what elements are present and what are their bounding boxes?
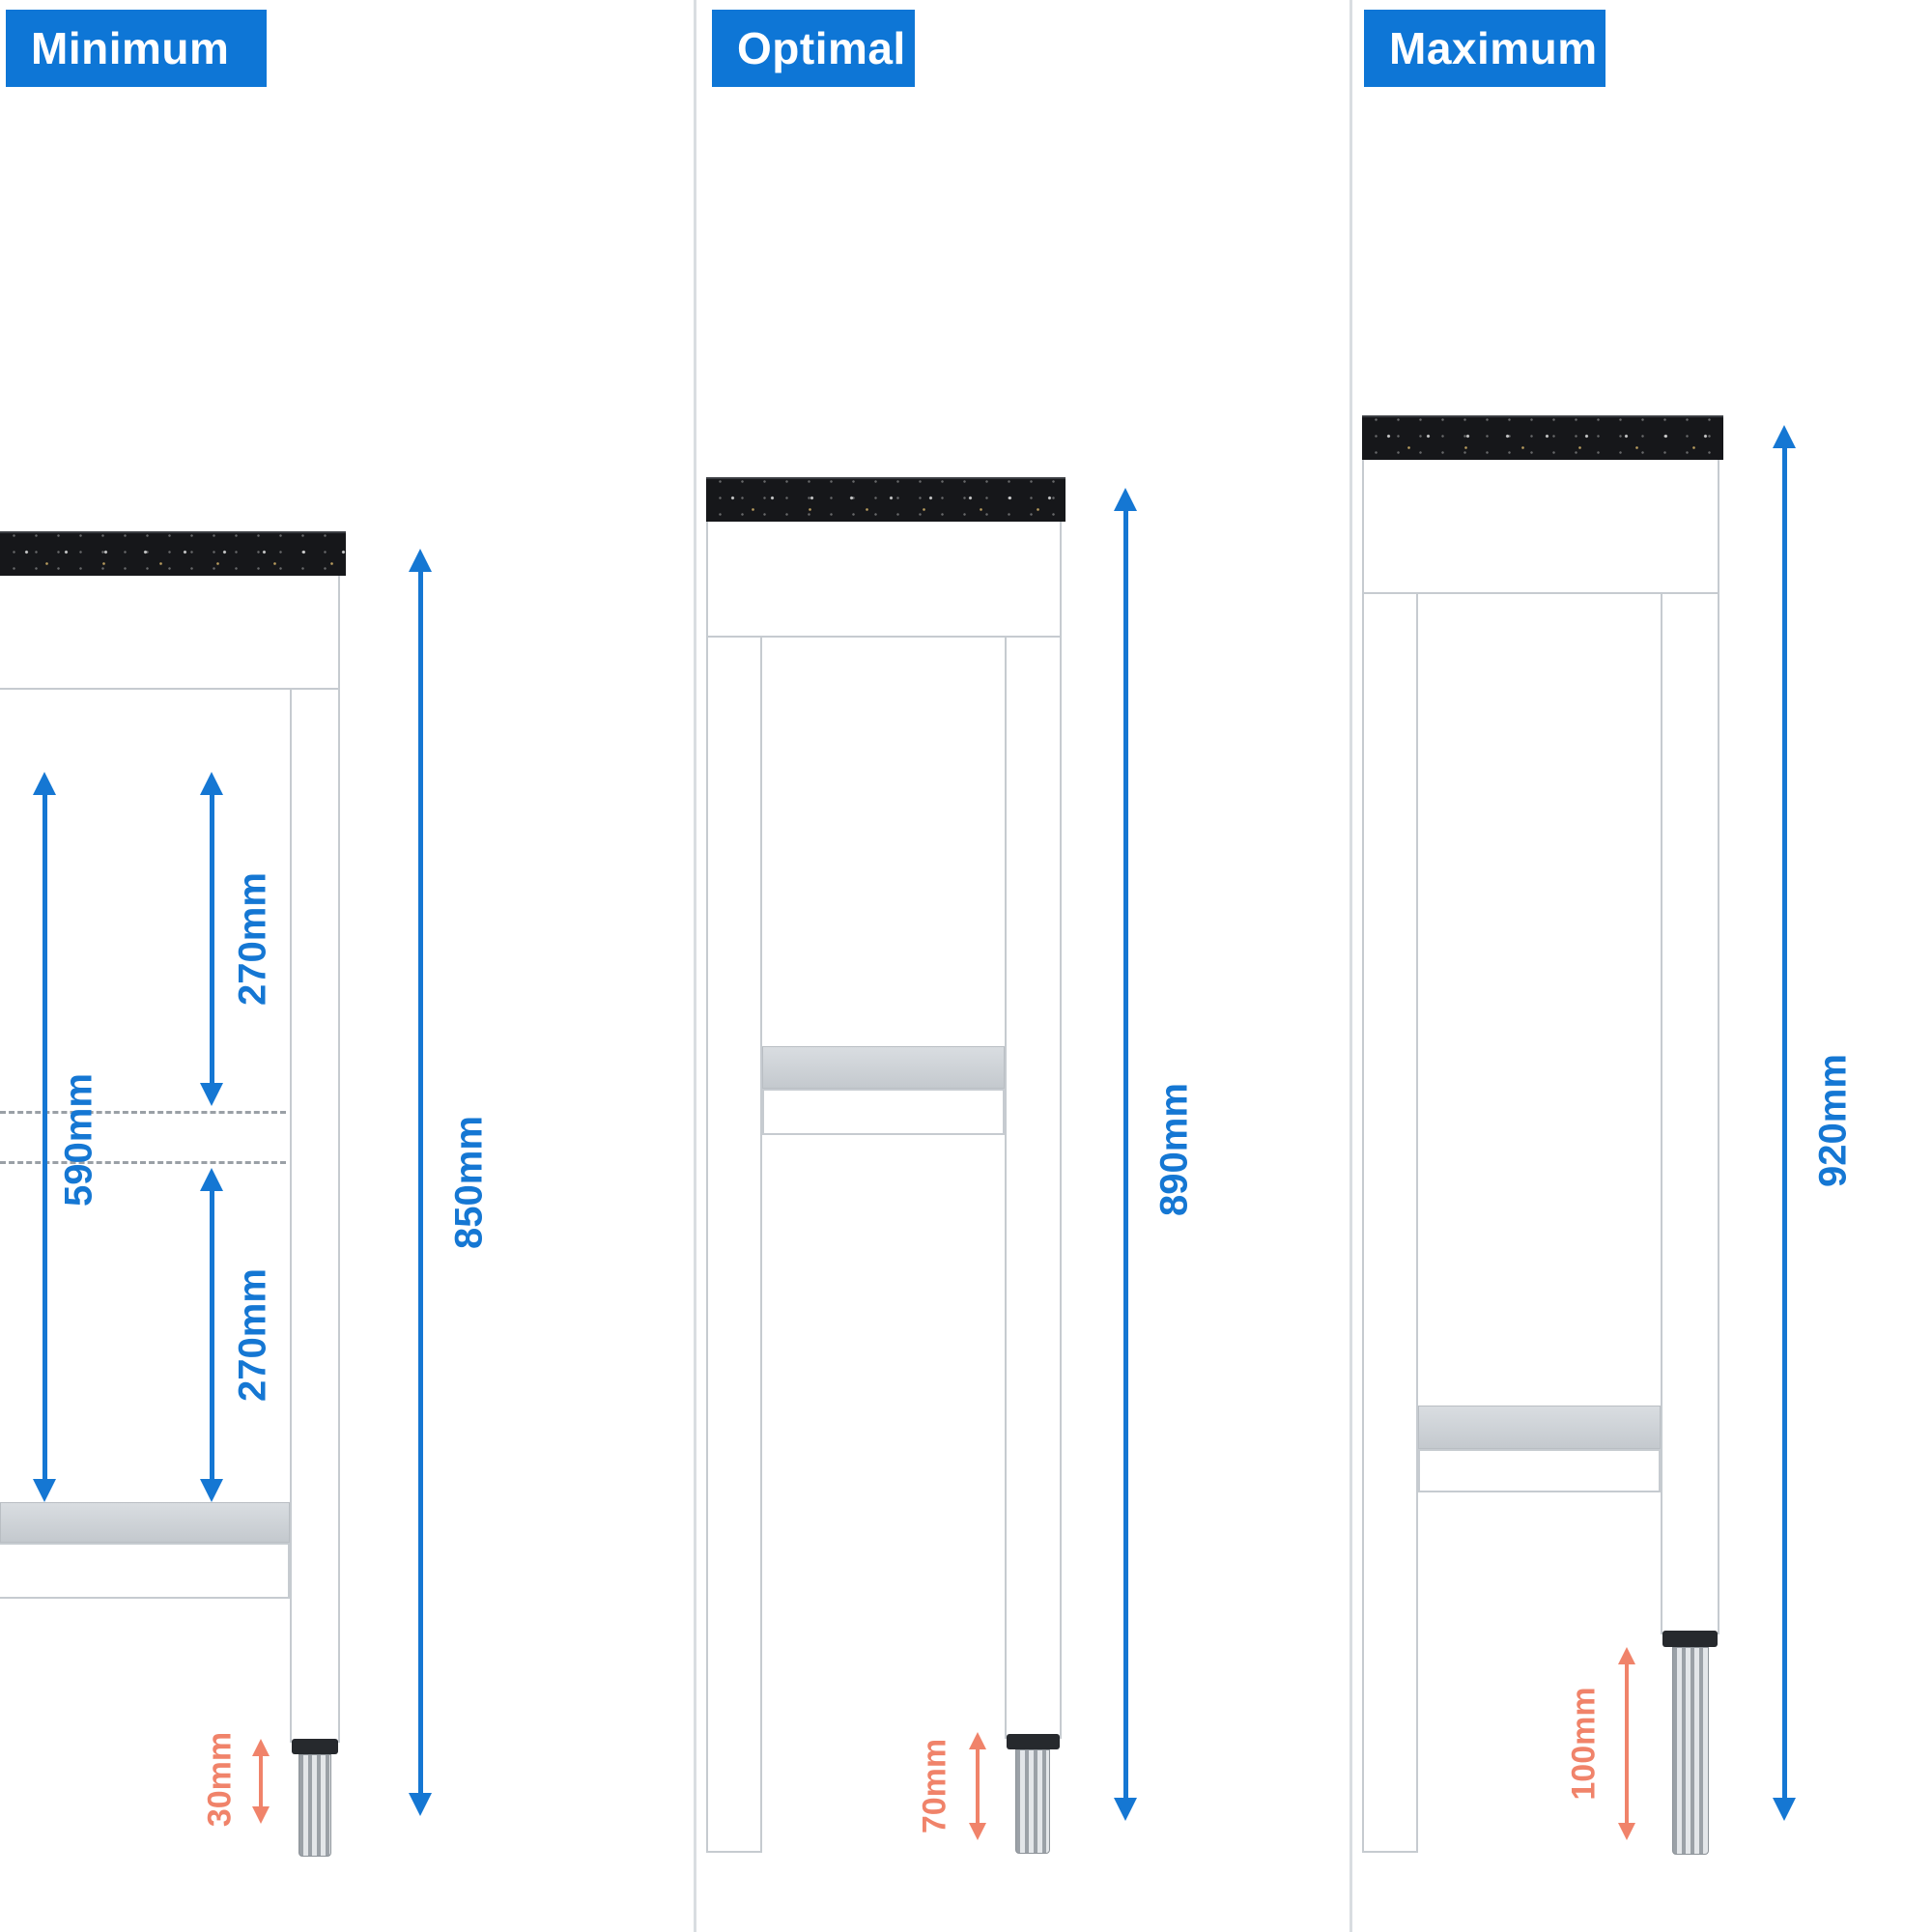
panel-header-maximum: Maximum <box>1364 10 1605 87</box>
table-apron <box>1362 460 1719 594</box>
dimension-label-lower-clearance: 270mm <box>231 1268 274 1402</box>
adjustable-foot <box>298 1754 331 1857</box>
dimension-arrow-upper-clearance <box>198 772 225 1106</box>
panel-label: Optimal <box>737 23 906 73</box>
under-shelf-front <box>762 1089 1005 1135</box>
dimension-label-foot-adjustment: 100mm <box>1565 1687 1603 1801</box>
table-leg-right <box>1005 638 1062 1739</box>
foot-cap <box>1007 1734 1060 1749</box>
countertop <box>0 531 346 576</box>
foot-cap <box>1662 1631 1718 1647</box>
column-divider <box>694 0 696 1932</box>
dimension-arrow-lower-clearance <box>198 1168 225 1502</box>
dimension-arrow-overall-height <box>407 549 434 1816</box>
dimension-arrow-overall-height <box>1771 425 1798 1821</box>
dimension-label-upper-clearance: 270mm <box>231 872 274 1006</box>
under-shelf-top <box>1418 1406 1661 1449</box>
table-apron <box>706 522 1062 638</box>
panel-label: Minimum <box>31 23 230 73</box>
table-leg-left <box>1362 594 1418 1853</box>
under-shelf-top <box>0 1502 290 1543</box>
panel-header-minimum: Minimum <box>6 10 267 87</box>
column-divider <box>1350 0 1352 1932</box>
adjustable-foot <box>1672 1647 1709 1855</box>
table-apron <box>0 576 340 690</box>
foot-cap <box>292 1739 338 1754</box>
table-leg-left <box>706 638 762 1853</box>
dashed-reference-line <box>0 1161 286 1164</box>
dimension-label-foot-adjustment: 70mm <box>916 1738 953 1834</box>
dimension-label-overall-height: 850mm <box>447 1116 491 1249</box>
countertop <box>706 477 1065 522</box>
dimension-arrow-foot-adjustment <box>1616 1647 1637 1840</box>
panel-header-optimal: Optimal <box>712 10 915 87</box>
dimension-label-foot-adjustment: 30mm <box>201 1731 239 1828</box>
panel-label: Maximum <box>1389 23 1598 73</box>
dimension-label-overall-height: 920mm <box>1811 1054 1855 1187</box>
dimension-arrow-foot-adjustment <box>967 1732 988 1840</box>
dimension-label-inner-height: 590mm <box>57 1073 100 1207</box>
adjustable-foot <box>1015 1749 1050 1854</box>
dimension-arrow-foot-adjustment <box>250 1739 271 1824</box>
dimension-arrow-inner-height <box>31 772 58 1502</box>
dimension-label-overall-height: 890mm <box>1152 1083 1196 1216</box>
under-shelf-front <box>1418 1449 1661 1492</box>
table-leg-right <box>1661 594 1719 1634</box>
table-leg-right <box>290 690 340 1743</box>
dashed-reference-line <box>0 1111 286 1114</box>
under-shelf-front <box>0 1543 290 1599</box>
under-shelf-top <box>762 1046 1005 1089</box>
countertop <box>1362 415 1723 460</box>
dimension-arrow-overall-height <box>1112 488 1139 1821</box>
